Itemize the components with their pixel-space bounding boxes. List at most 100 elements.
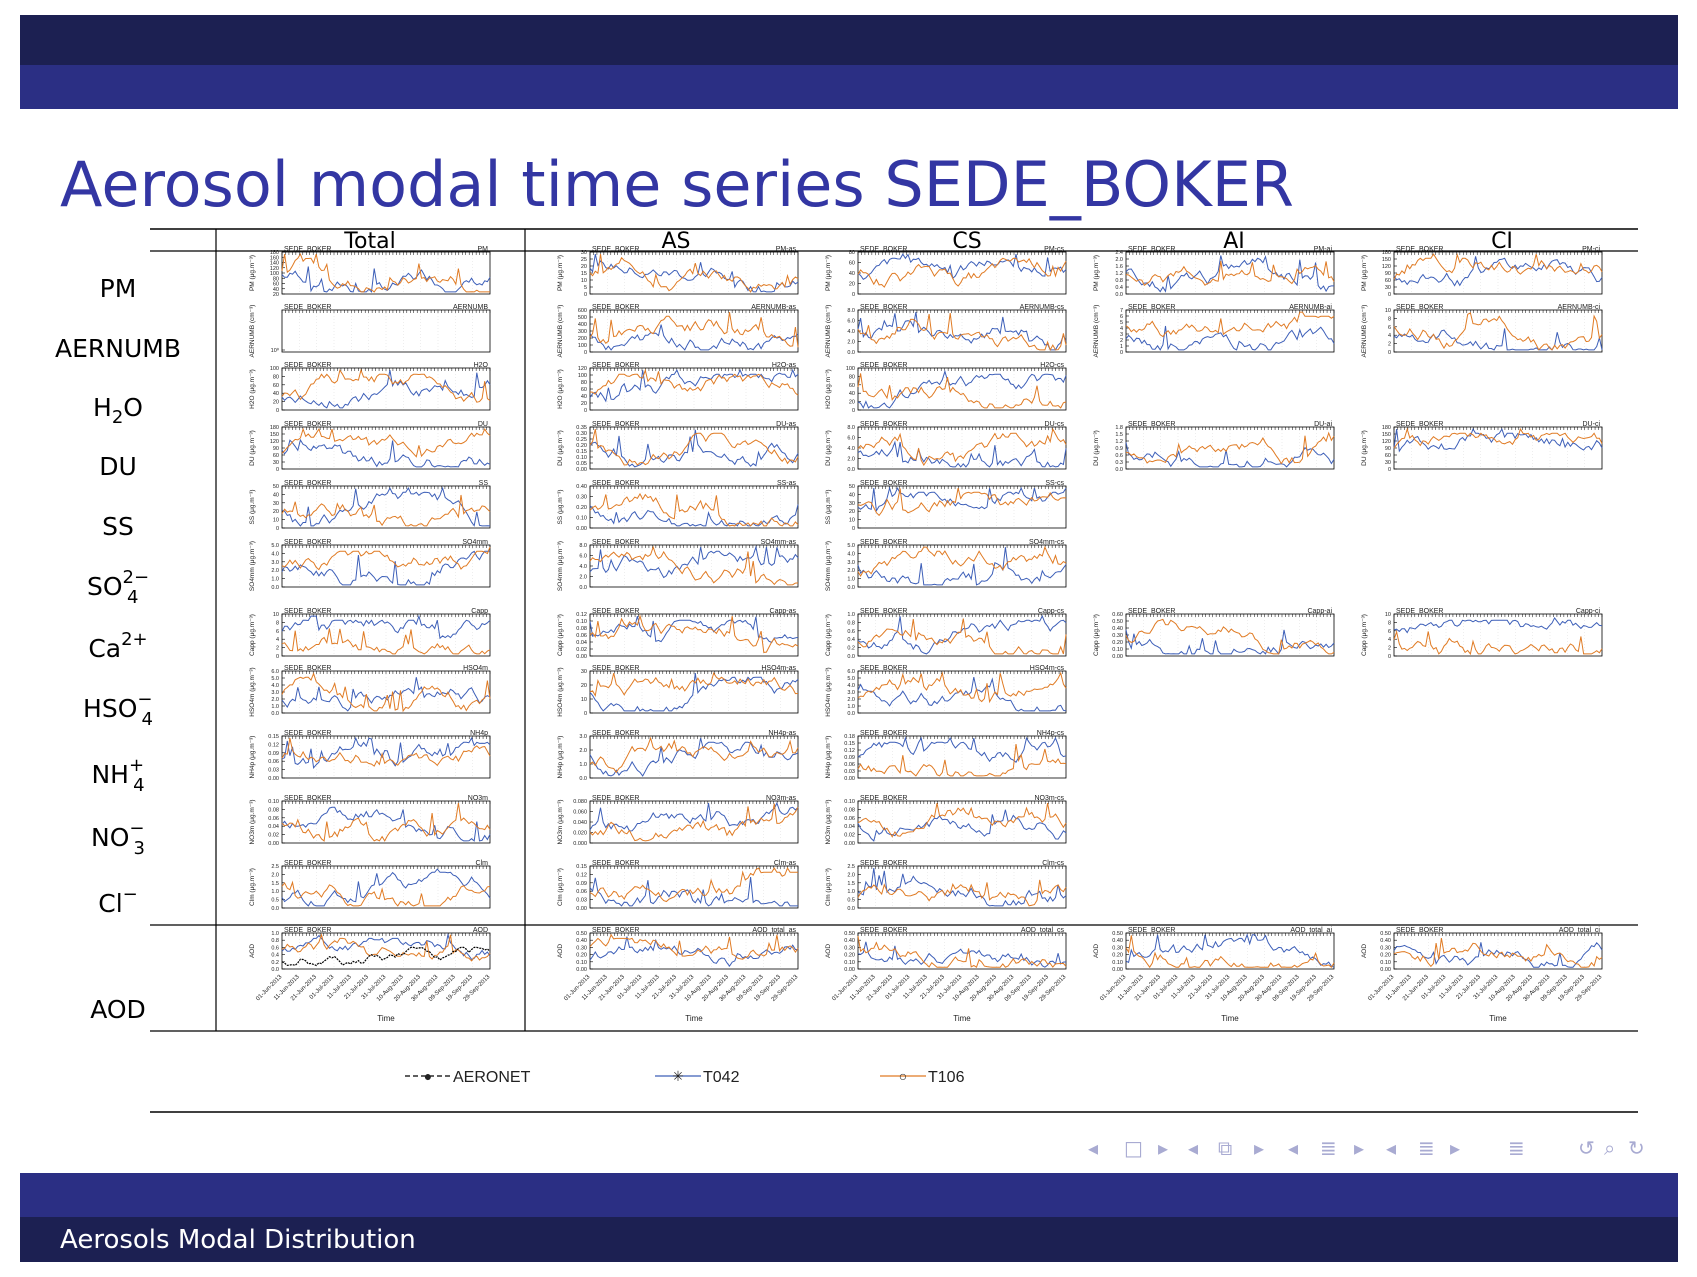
series-line-T042 bbox=[1393, 328, 1603, 351]
y-tick-label: 0 bbox=[276, 654, 279, 660]
y-tick-label: 30 bbox=[1385, 460, 1391, 466]
y-axis-label: SS (μg.m⁻³) bbox=[557, 490, 564, 525]
series-line-T042 bbox=[1125, 442, 1335, 468]
y-tick-label: 0.10 bbox=[576, 960, 587, 966]
panel-tag-label: H2O-as bbox=[772, 362, 797, 369]
series-line-T106 bbox=[857, 879, 1067, 907]
y-tick-label: 0.20 bbox=[1380, 953, 1391, 959]
series-line-T106 bbox=[1125, 431, 1335, 465]
y-tick-label: 0.020 bbox=[573, 831, 587, 837]
series-line-T106 bbox=[1393, 312, 1603, 351]
y-tick-label: 1.5 bbox=[271, 881, 279, 887]
nav-icon[interactable]: ▸ bbox=[1158, 1136, 1169, 1160]
series-line-T042 bbox=[281, 806, 491, 842]
y-axis-label: NO3m (μg.m⁻³) bbox=[249, 799, 256, 844]
panel-tag-label: SS-as bbox=[777, 480, 797, 487]
y-tick-label: 30 bbox=[581, 669, 587, 675]
y-tick-label: 0 bbox=[276, 467, 279, 473]
y-tick-label: 0.8 bbox=[847, 620, 855, 626]
y-tick-label: 0 bbox=[584, 711, 587, 717]
y-tick-label: 0.0 bbox=[847, 350, 855, 356]
y-tick-label: 90 bbox=[1385, 271, 1391, 277]
y-axis-label: NH4p (μg.m⁻³) bbox=[557, 736, 564, 779]
y-tick-label: 120 bbox=[1382, 439, 1391, 445]
y-tick-label: 0.04 bbox=[844, 824, 855, 830]
series-line-AERONET bbox=[281, 946, 491, 967]
panel-station-label: SEDE_BOKER bbox=[1128, 421, 1175, 428]
nav-icon[interactable]: ≣ bbox=[1508, 1136, 1525, 1160]
panel-station-label: SEDE_BOKER bbox=[284, 665, 331, 672]
nav-icon[interactable]: ⧉ bbox=[1218, 1136, 1233, 1160]
y-tick-label: 90 bbox=[273, 446, 279, 452]
y-tick-label: 0.00 bbox=[268, 776, 279, 782]
y-tick-label: 0.10 bbox=[844, 960, 855, 966]
nav-icon[interactable]: ▸ bbox=[1354, 1136, 1365, 1160]
nav-icon[interactable]: ▸ bbox=[1450, 1136, 1461, 1160]
panel-tag-label: Capp-cs bbox=[1038, 608, 1065, 615]
panel-tag-label: NO3m-cs bbox=[1034, 795, 1064, 802]
series-line-T106 bbox=[857, 935, 1067, 968]
row-label: DU bbox=[99, 452, 137, 481]
y-tick-label: 0.10 bbox=[1112, 960, 1123, 966]
y-tick-label: 0.0 bbox=[579, 776, 587, 782]
y-tick-label: 20 bbox=[273, 400, 279, 406]
nav-icon[interactable]: ↻ bbox=[1628, 1136, 1645, 1160]
y-tick-label: 0.25 bbox=[576, 437, 587, 443]
y-axis-label: AERNUMB (cm⁻³) bbox=[249, 305, 256, 358]
panel-tag-label: AOD bbox=[473, 927, 488, 934]
y-tick-label: 1.0 bbox=[271, 704, 279, 710]
y-tick-label: 0.02 bbox=[268, 833, 279, 839]
footer-bar-top bbox=[20, 1173, 1678, 1217]
series-line-T042 bbox=[281, 438, 491, 468]
nav-icon[interactable]: ⌕ bbox=[1604, 1136, 1616, 1160]
y-tick-label: 90 bbox=[1385, 446, 1391, 452]
series-line-T106 bbox=[857, 545, 1067, 578]
series-line-T106 bbox=[1125, 260, 1335, 287]
series-line-T042 bbox=[589, 737, 799, 777]
footer-text: Aerosols Modal Distribution bbox=[60, 1225, 416, 1255]
y-tick-label: 80 bbox=[273, 374, 279, 380]
y-tick-label: 4.0 bbox=[847, 683, 855, 689]
nav-icon[interactable]: ◂ bbox=[1188, 1136, 1199, 1160]
x-axis-label: Time bbox=[685, 1014, 703, 1023]
y-tick-label: 1.2 bbox=[1115, 271, 1123, 277]
y-tick-label: 0 bbox=[584, 292, 587, 298]
y-tick-label: 0 bbox=[852, 292, 855, 298]
y-axis-label: PM (μg.m⁻³) bbox=[557, 255, 564, 291]
nav-icon[interactable]: □ bbox=[1124, 1136, 1143, 1160]
y-tick-label: 0.0 bbox=[1115, 292, 1123, 298]
y-axis-label: Capp (μg.m⁻³) bbox=[1361, 614, 1368, 656]
panel-tag-label: HSO4m-cs bbox=[1030, 665, 1065, 672]
panel-tag-label: DU-ci bbox=[1583, 421, 1601, 428]
nav-icon[interactable]: ▸ bbox=[1254, 1136, 1265, 1160]
y-tick-label: 20 bbox=[849, 282, 855, 288]
panel-tag-label: H2O-cs bbox=[1040, 362, 1064, 369]
column-header: CI bbox=[1491, 229, 1513, 254]
nav-icon[interactable]: ≣ bbox=[1320, 1136, 1337, 1160]
nav-icon[interactable]: ↺ bbox=[1578, 1136, 1595, 1160]
y-tick-label: 500 bbox=[578, 315, 587, 321]
panel-station-label: SEDE_BOKER bbox=[1396, 927, 1443, 934]
y-tick-label: 4 bbox=[1120, 326, 1123, 332]
nav-icon[interactable]: ◂ bbox=[1386, 1136, 1397, 1160]
y-tick-label: 100 bbox=[846, 366, 855, 372]
series-line-T042 bbox=[589, 504, 799, 527]
panel-station-label: SEDE_BOKER bbox=[860, 927, 907, 934]
panel-station-label: SEDE_BOKER bbox=[1128, 608, 1175, 615]
y-tick-label: 0.08 bbox=[268, 807, 279, 813]
nav-icon[interactable]: ◂ bbox=[1288, 1136, 1299, 1160]
panel-station-label: SEDE_BOKER bbox=[860, 665, 907, 672]
nav-icon[interactable]: ≣ bbox=[1418, 1136, 1435, 1160]
y-tick-label: 0.06 bbox=[268, 759, 279, 765]
y-tick-label: 0.20 bbox=[1112, 640, 1123, 646]
series-line-T106 bbox=[857, 618, 1067, 655]
nav-icon[interactable]: ◂ bbox=[1088, 1136, 1099, 1160]
